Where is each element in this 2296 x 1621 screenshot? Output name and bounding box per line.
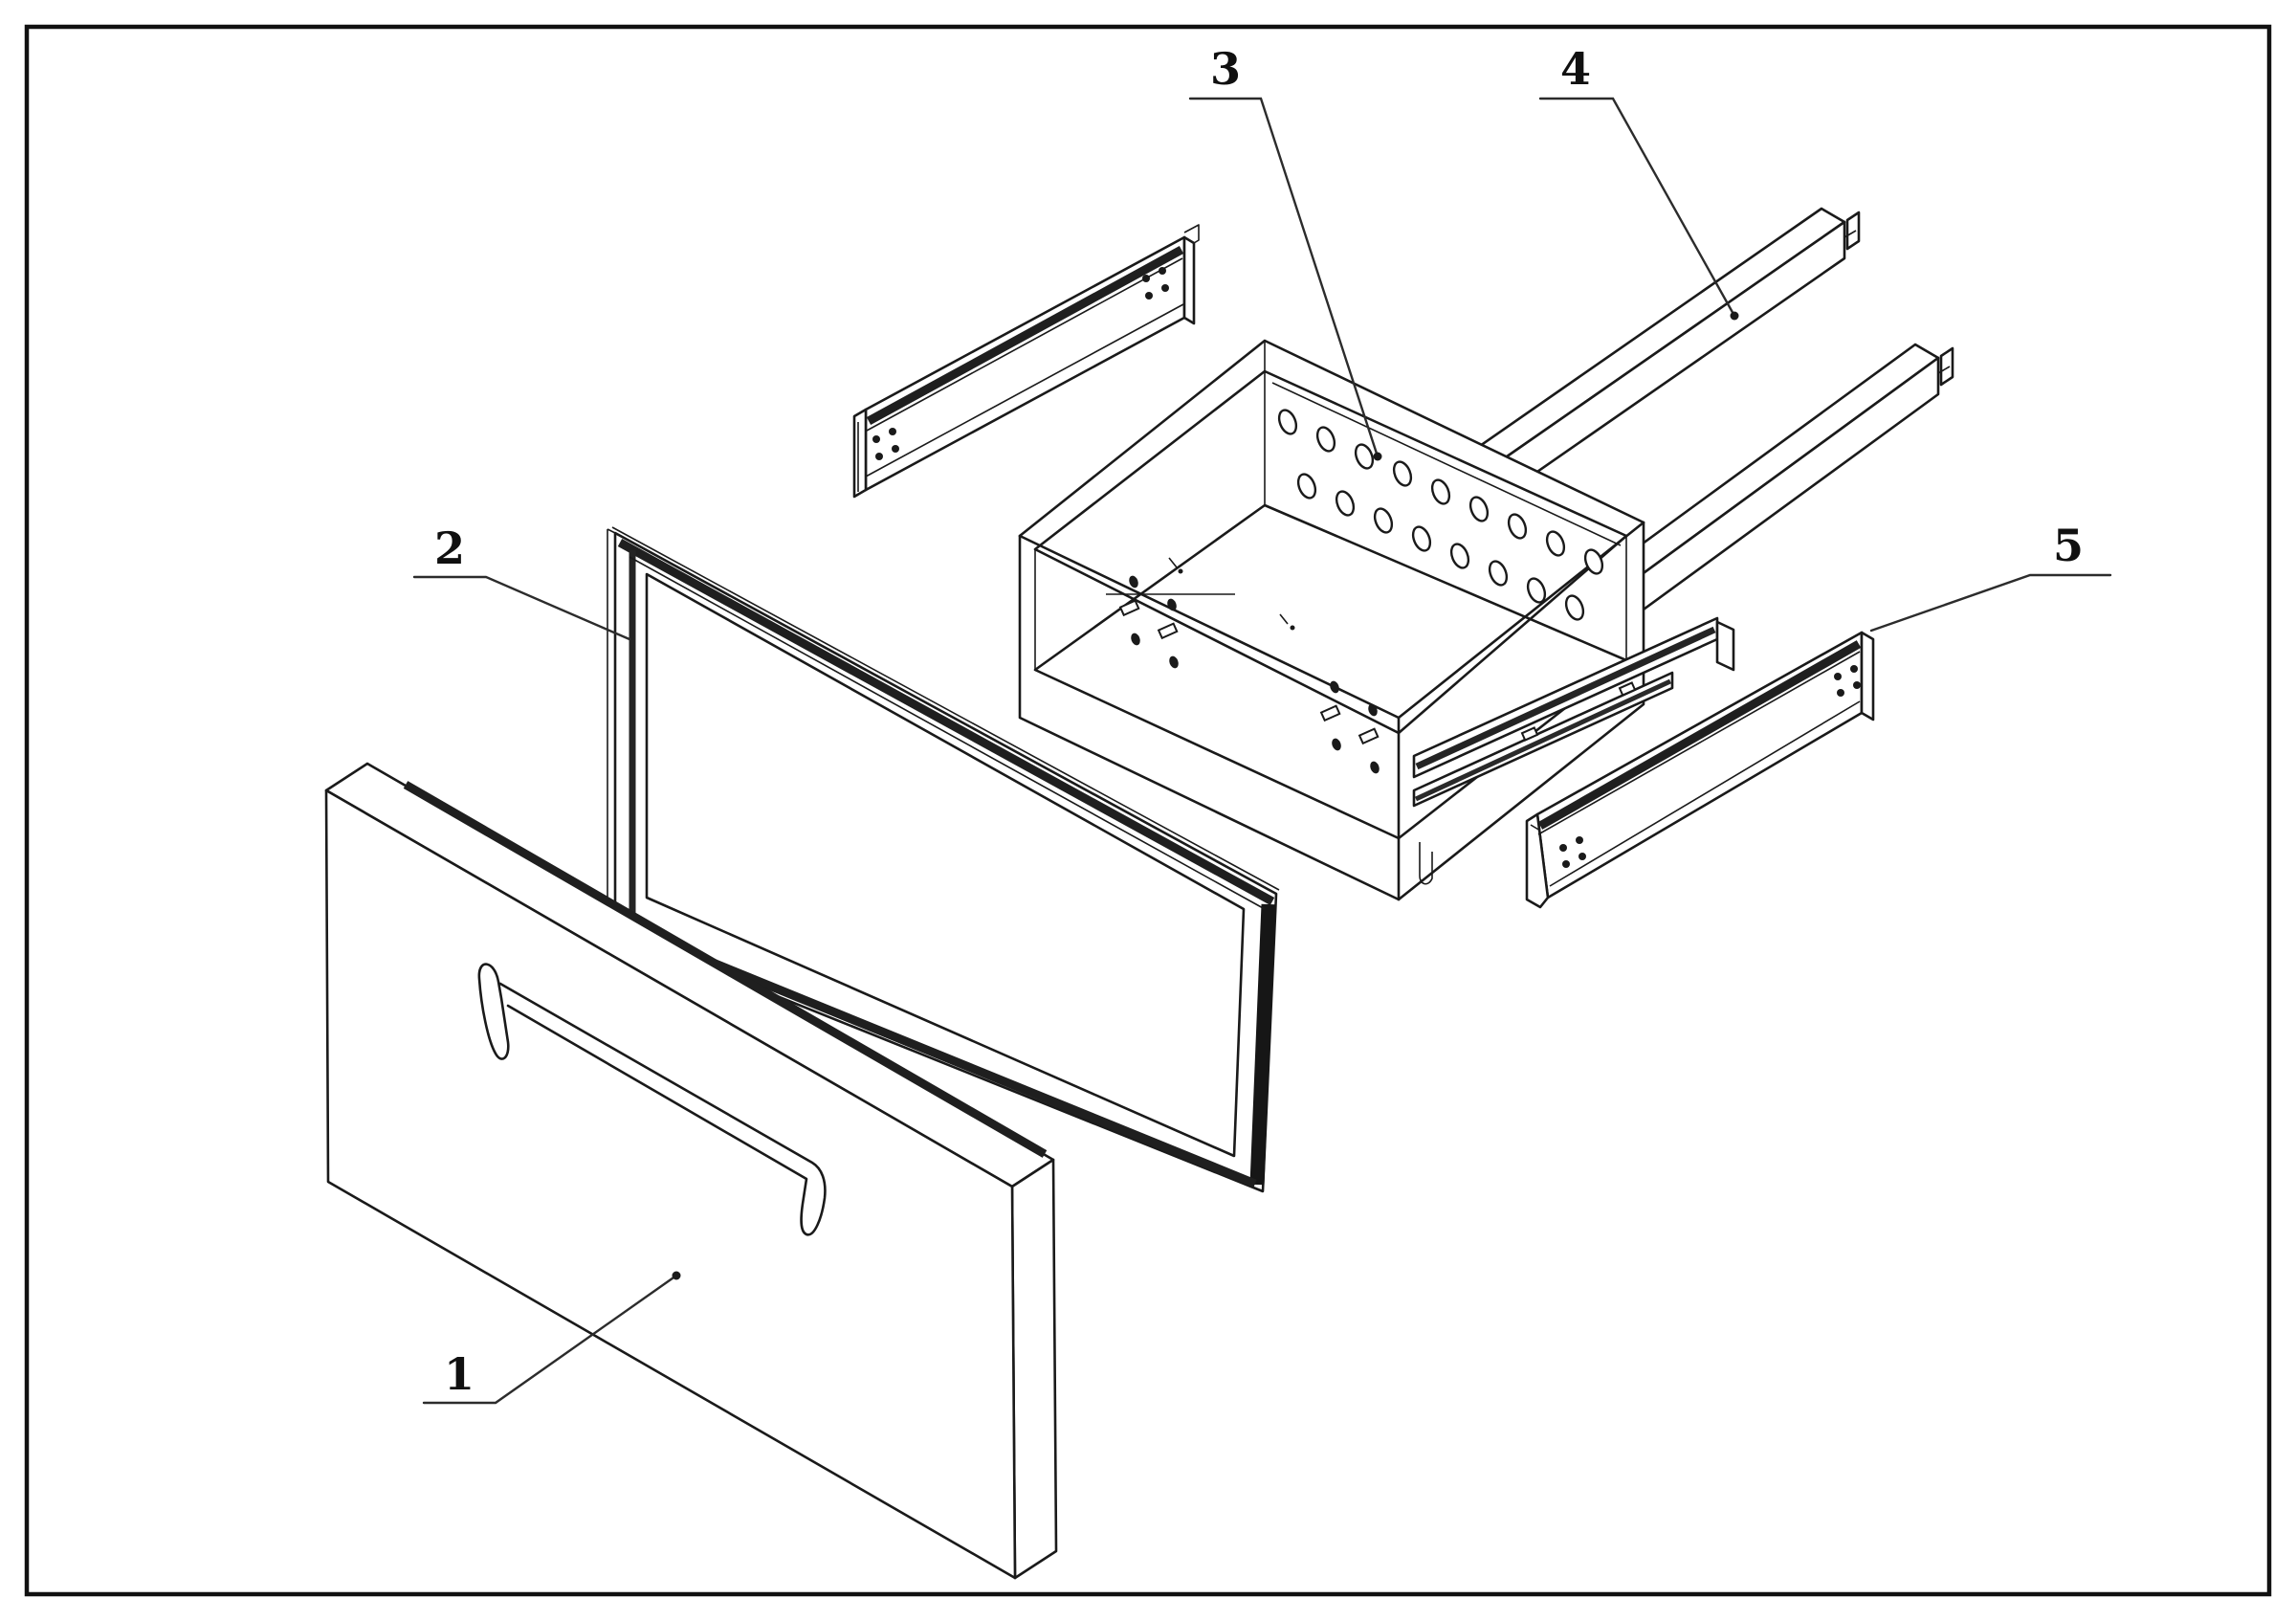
part-number-2: 2 [434, 522, 465, 574]
part-number-3: 3 [1210, 43, 1241, 95]
bar-end-hook [1939, 346, 1954, 387]
leader-line-5 [1869, 573, 2112, 633]
rail-right-screw-holes [1559, 665, 1861, 868]
front-wall-slot-cluster-left [1118, 575, 1179, 669]
drawing-border [24, 24, 2272, 1597]
panel-top-seal-strip [403, 781, 1048, 1158]
annotation-part-1: 1 [422, 1271, 681, 1405]
handle-cutout [477, 963, 827, 1236]
slide-rail-left [852, 224, 1200, 499]
rail-left-screw-holes [872, 267, 1169, 460]
part-number-4: 4 [1560, 43, 1591, 95]
leader-line-1 [422, 1274, 678, 1405]
annotation-part-4: 4 [1538, 43, 1739, 321]
part-number-5: 5 [2053, 520, 2084, 571]
rail-left-end-cap [852, 408, 868, 499]
annotation-part-5: 5 [1869, 520, 2112, 633]
seal-frame-window [645, 572, 1246, 1158]
annotation-part-2: 2 [412, 522, 631, 641]
rail-right-end-cap [1182, 235, 1196, 325]
drawer-box [1018, 339, 1735, 901]
box-mounted-slide [1412, 616, 1735, 885]
slide-rail-right [1525, 631, 1875, 909]
leader-line-4 [1538, 97, 1736, 318]
front-panel [324, 762, 1058, 1580]
annotation-part-3: 3 [1188, 43, 1382, 461]
leader-line-2 [412, 575, 631, 641]
panel-side-face [1010, 1158, 1058, 1580]
bar-end-hook [1845, 211, 1861, 251]
front-wall-slot-cluster-right [1319, 680, 1380, 774]
perforation-holes [1277, 409, 1604, 621]
part-number-1: 1 [444, 1348, 475, 1400]
leader-line-3 [1188, 97, 1380, 458]
rail-right-end-cap [1860, 631, 1875, 722]
seal-frame [607, 526, 1280, 1193]
rail-left-end-cap [1525, 812, 1550, 909]
